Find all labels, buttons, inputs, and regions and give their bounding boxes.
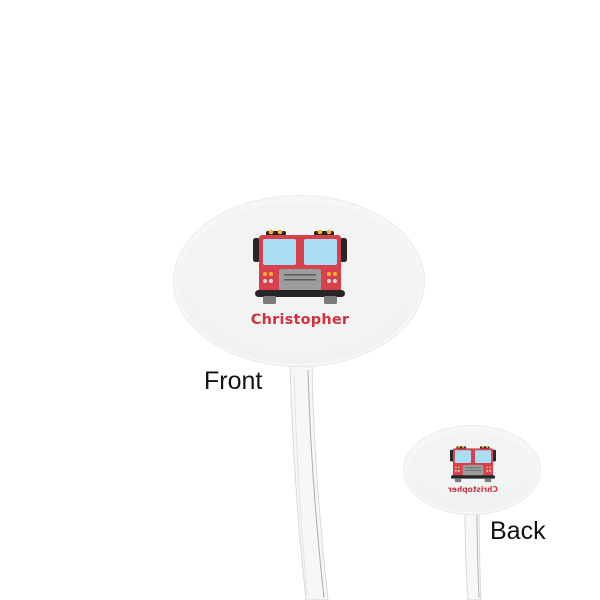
back-name-text-mirrored: Christopher xyxy=(448,485,498,494)
front-label: Front xyxy=(204,367,263,395)
back-oval-topper xyxy=(404,426,540,514)
back-stick xyxy=(464,509,482,600)
fire-truck-icon xyxy=(253,229,347,304)
front-name-text: Christopher xyxy=(250,312,350,328)
front-stick xyxy=(289,359,329,600)
fire-truck-icon-mirrored xyxy=(450,445,496,483)
back-label: Back xyxy=(490,517,546,545)
